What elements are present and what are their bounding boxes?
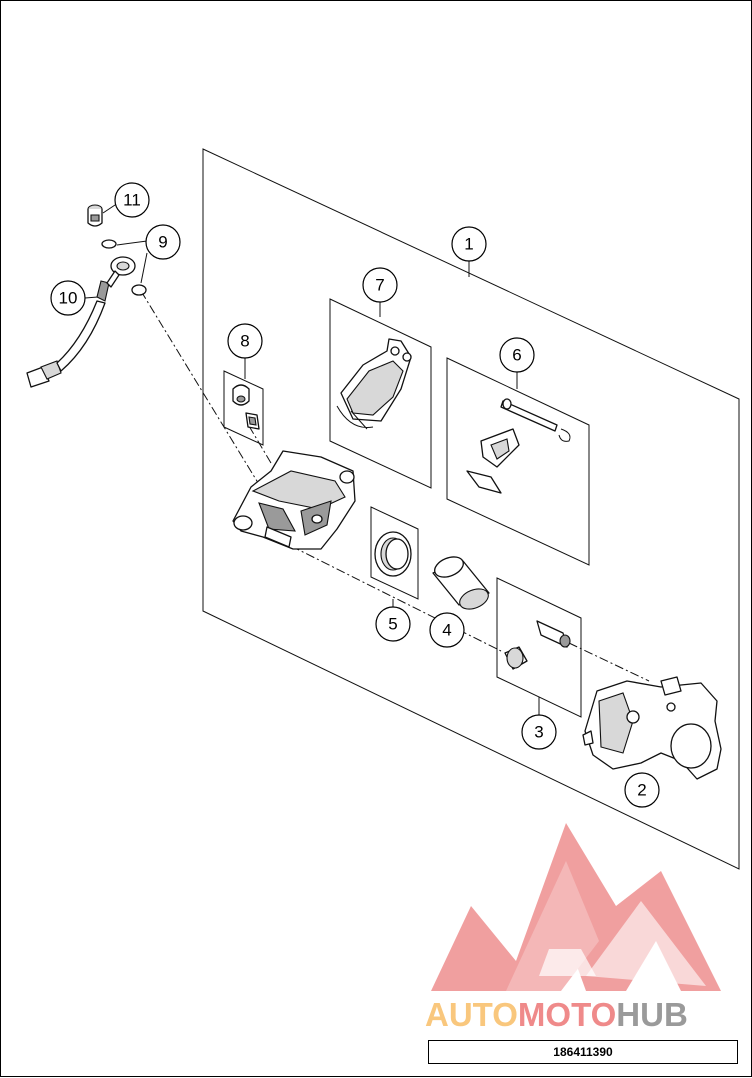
guide-pin-icon	[504, 620, 571, 670]
brand-text-auto: AUTO	[425, 996, 518, 1033]
kit-box-7	[329, 298, 432, 489]
callout-9: 9	[145, 224, 181, 260]
brand-text-moto: MOTO	[517, 996, 617, 1033]
svg-text:7: 7	[375, 276, 384, 295]
svg-text:6: 6	[512, 346, 521, 365]
rear-brake-caliper-icon	[232, 450, 356, 550]
svg-text:10: 10	[59, 289, 78, 308]
assembly-axes	[140, 290, 650, 682]
svg-text:1: 1	[464, 235, 473, 254]
brand-text-hub: HUB	[616, 996, 688, 1033]
svg-text:3: 3	[534, 723, 543, 742]
kit-box-5	[370, 506, 419, 600]
part-number-label: 186411390	[428, 1040, 738, 1064]
callout-10: 10	[50, 280, 86, 316]
callout-5: 5	[375, 606, 411, 642]
svg-text:5: 5	[388, 615, 397, 634]
bleeder-valve-icon	[232, 384, 260, 430]
callout-4: 4	[429, 612, 465, 648]
kit-box-8	[223, 370, 264, 446]
caliper-support-icon	[582, 676, 722, 780]
svg-text:11: 11	[123, 191, 141, 210]
callout-11: 11	[114, 182, 150, 218]
pin-and-clip-kit-icon	[466, 398, 571, 494]
kit-box-3	[496, 577, 582, 718]
piston-seal-icon	[374, 531, 412, 577]
callout-6: 6	[499, 337, 535, 373]
banjo-bolt-icon	[87, 204, 103, 227]
svg-text:4: 4	[442, 621, 451, 640]
svg-text:9: 9	[158, 233, 167, 252]
brake-line-icon	[26, 256, 136, 388]
callout-8: 8	[227, 323, 263, 359]
callout-3: 3	[521, 714, 557, 750]
watermark-brand-text: AUTOMOTOHUB	[425, 997, 747, 1033]
callouts: 1 2 3 4 5 6 7 8 9 10 11	[50, 182, 660, 808]
kit-box-6	[446, 357, 590, 566]
callout-7: 7	[362, 267, 398, 303]
sealing-ring-icon	[101, 239, 117, 249]
callout-2: 2	[624, 772, 660, 808]
callout-1: 1	[451, 226, 487, 262]
svg-text:8: 8	[240, 332, 249, 351]
svg-text:2: 2	[637, 781, 646, 800]
piston-icon	[432, 556, 490, 610]
leader-lines	[84, 200, 540, 715]
brake-pads-icon	[336, 338, 412, 430]
sealing-ring-icon	[131, 284, 147, 296]
watermark-logo	[431, 823, 721, 991]
kit-boundary-1	[202, 148, 740, 870]
